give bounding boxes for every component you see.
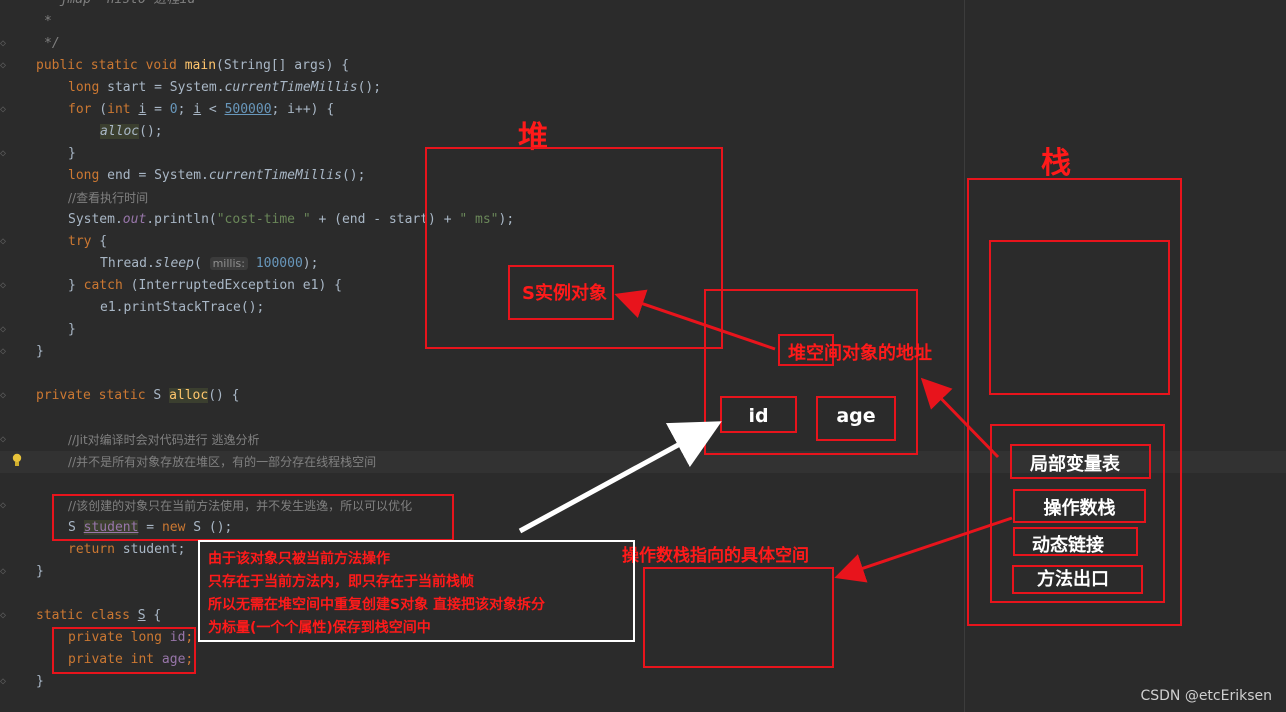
fold-marker-icon[interactable]: ◇ <box>0 500 7 511</box>
s-instance-box <box>508 265 614 320</box>
id-box <box>720 396 797 433</box>
fold-marker-icon[interactable]: ◇ <box>0 38 7 49</box>
operand-points-label: 操作数栈指向的具体空间 <box>622 546 809 566</box>
code-line: } <box>36 674 44 689</box>
code-line: } <box>68 322 76 337</box>
age-label: age <box>836 405 876 427</box>
operand-stack-box <box>1013 489 1146 523</box>
code-line-println: System.out.println("cost-time " + (end -… <box>68 212 515 227</box>
fold-marker-icon[interactable]: ◇ <box>0 566 7 577</box>
object-box <box>704 289 918 455</box>
lightbulb-icon[interactable] <box>12 453 22 467</box>
code-line: } <box>36 344 44 359</box>
code-line: long start = System.currentTimeMillis(); <box>68 80 382 95</box>
fold-marker-icon[interactable]: ◇ <box>0 236 7 247</box>
method-exit-label: 方法出口 <box>1037 569 1109 590</box>
dynamic-link-label: 动态链接 <box>1032 535 1104 556</box>
heap-address-label: 堆空间对象的地址 <box>788 343 932 364</box>
fold-marker-icon[interactable]: ◇ <box>0 676 7 687</box>
code-line: } <box>36 564 44 579</box>
code-comment: //查看执行时间 <box>68 191 149 205</box>
arrow-address-to-instance <box>614 289 776 351</box>
local-vars-box <box>1010 444 1151 479</box>
code-line-field-id: private long id; <box>68 630 194 645</box>
right-margin-guide <box>964 0 965 712</box>
code-line: long end = System.currentTimeMillis(); <box>68 168 366 183</box>
fold-marker-icon[interactable]: ◇ <box>0 104 7 115</box>
code-line: try { <box>68 234 108 249</box>
local-vars-label: 局部变量表 <box>1030 454 1120 475</box>
method-exit-box <box>1012 565 1143 594</box>
main-method-name: main <box>184 58 217 73</box>
fold-marker-icon[interactable]: ◇ <box>0 148 7 159</box>
code-line-field-age: private int age; <box>68 652 194 667</box>
code-line-class-decl: static class S { <box>36 608 162 623</box>
code-line: } catch (InterruptedException e1) { <box>68 278 342 293</box>
fold-marker-icon[interactable]: ◇ <box>0 610 7 621</box>
code-line-new-student: S student = new S (); <box>68 520 233 535</box>
operand-space-box <box>643 567 834 668</box>
fold-marker-icon[interactable]: ◇ <box>0 390 7 401</box>
heap-box <box>425 147 723 349</box>
code-line-sleep: Thread.sleep( millis: 100000); <box>100 256 319 271</box>
code-line-alloc-call: alloc(); <box>100 124 163 139</box>
arrow-localvars-to-object <box>920 377 1000 459</box>
code-comment: //并不是所有对象存放在堆区，有的一部分存在线程栈空间 <box>68 455 377 469</box>
code-line: e1.printStackTrace(); <box>100 300 265 315</box>
id-label: id <box>748 405 769 427</box>
stack-title: 栈 <box>1041 146 1071 181</box>
note-line: 所以无需在堆空间中重复创建S对象 直接把该对象拆分 <box>208 597 545 613</box>
arrow-note-to-object <box>518 421 722 534</box>
code-comment: //该创建的对象只在当前方法使用，并不发生逃逸，所以可以优化 <box>68 499 413 513</box>
code-line: return student; <box>68 542 186 557</box>
age-box <box>816 396 896 441</box>
code-highlight-box <box>52 627 196 674</box>
code-line: * jmap -histo 进程id <box>44 0 195 11</box>
editor-gutter <box>0 0 30 712</box>
watermark: CSDN @etcEriksen <box>1140 688 1272 704</box>
note-line: 由于该对象只被当前方法操作 <box>208 551 390 567</box>
note-line: 只存在于当前方法内，即只存在于当前栈帧 <box>208 574 474 590</box>
dynamic-link-box <box>1013 527 1138 556</box>
code-line-main-signature: public static void main(String[] args) { <box>36 58 350 73</box>
stack-frame-box <box>990 424 1165 603</box>
parameter-hint: millis: <box>209 257 248 270</box>
s-instance-label: S实例对象 <box>522 283 607 304</box>
stack-frame-box <box>989 240 1170 395</box>
heap-title: 堆 <box>518 120 548 155</box>
operand-stack-label: 操作数栈 <box>1043 498 1116 519</box>
fold-marker-icon[interactable]: ◇ <box>0 434 7 445</box>
code-comment: //Jit对编译时会对代码进行 逃逸分析 <box>68 433 260 447</box>
code-line: } <box>68 146 76 161</box>
heap-address-box <box>778 334 834 366</box>
code-line-for-loop: for (int i = 0; i < 500000; i++) { <box>68 102 335 117</box>
stack-box <box>967 178 1182 626</box>
code-line-alloc-signature: private static S alloc() { <box>36 388 240 403</box>
explanation-note: 由于该对象只被当前方法操作 只存在于当前方法内，即只存在于当前栈帧 所以无需在堆… <box>198 540 635 642</box>
fold-marker-icon[interactable]: ◇ <box>0 346 7 357</box>
arrow-operand-to-space <box>834 516 1013 583</box>
fold-marker-icon[interactable]: ◇ <box>0 280 7 291</box>
note-line: 为标量(一个个属性)保存到栈空间中 <box>208 620 431 636</box>
code-line: * <box>44 14 52 29</box>
code-line: */ <box>44 36 60 51</box>
fold-marker-icon[interactable]: ◇ <box>0 324 7 335</box>
fold-marker-icon[interactable]: ◇ <box>0 60 7 71</box>
